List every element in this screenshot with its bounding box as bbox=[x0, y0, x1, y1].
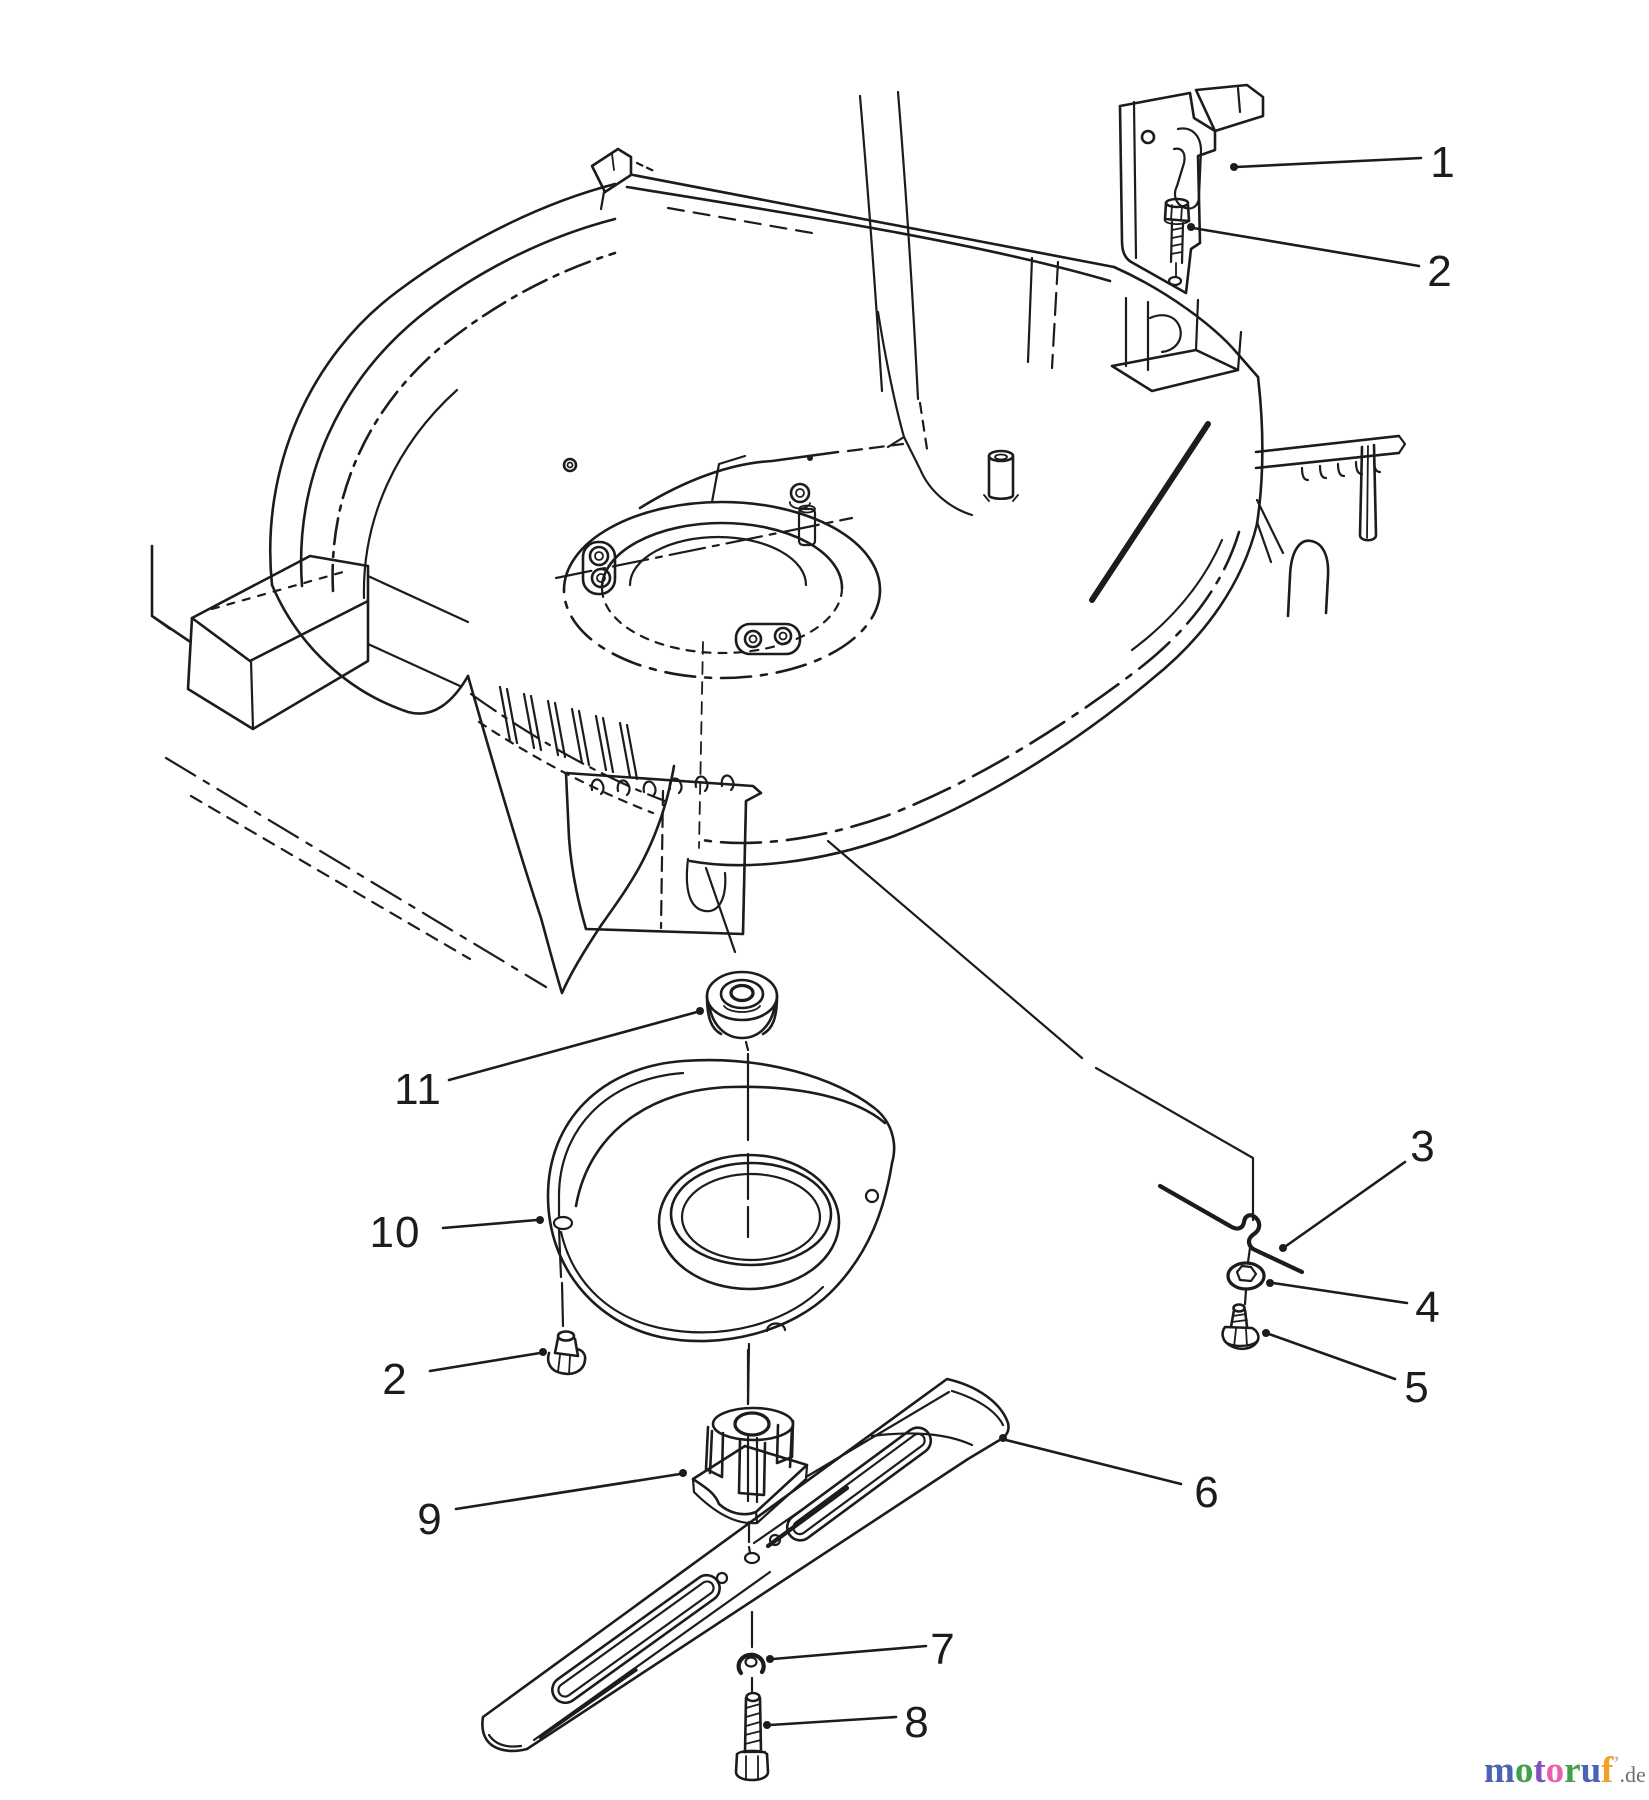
rear-mount bbox=[1110, 296, 1243, 393]
motoruf-watermark: motoruf’.de bbox=[1484, 1752, 1646, 1789]
drive-cover bbox=[546, 1058, 896, 1343]
leader-lines bbox=[428, 156, 1423, 1729]
watermark-letter: r bbox=[1564, 1750, 1581, 1791]
flange-bolt bbox=[1221, 1303, 1260, 1351]
callout-10: 10 bbox=[369, 1208, 421, 1257]
washer bbox=[1226, 1261, 1266, 1291]
front-skirt bbox=[466, 674, 763, 995]
watermark-tld: .de bbox=[1619, 1762, 1646, 1787]
callout-6: 6 bbox=[1194, 1468, 1220, 1517]
left-bumper bbox=[150, 544, 548, 989]
blade bbox=[481, 1377, 1010, 1753]
watermark-letter: t bbox=[1533, 1750, 1546, 1791]
callout-4: 4 bbox=[1415, 1283, 1441, 1332]
callout-3: 3 bbox=[1410, 1122, 1436, 1171]
callout-7: 7 bbox=[930, 1625, 956, 1674]
height-adjuster-bracket bbox=[564, 771, 763, 936]
callout-11: 11 bbox=[394, 1065, 442, 1114]
deck-shadow-line bbox=[1089, 421, 1211, 603]
watermark-letter: o bbox=[1514, 1750, 1534, 1791]
watermark-letter: m bbox=[1484, 1750, 1515, 1791]
bearing bbox=[705, 970, 779, 1040]
hex-bolt-lower bbox=[546, 1330, 587, 1376]
hub-post bbox=[797, 504, 817, 547]
callout-9: 9 bbox=[417, 1495, 443, 1544]
mounting-bracket bbox=[1118, 83, 1265, 295]
mount-bolt-holes bbox=[562, 457, 811, 656]
center-axis-lines bbox=[557, 839, 1255, 1693]
wire-link bbox=[1157, 1183, 1305, 1275]
callout-8: 8 bbox=[904, 1698, 930, 1747]
side-latch bbox=[1254, 434, 1407, 618]
callout-2-upper: 2 bbox=[1427, 247, 1453, 296]
blade-adapter bbox=[691, 1348, 809, 1525]
watermark-trademark: ’ bbox=[1613, 1752, 1620, 1773]
lock-washer bbox=[736, 1652, 766, 1676]
watermark-letter: u bbox=[1580, 1750, 1602, 1791]
fill-tube bbox=[983, 449, 1019, 502]
watermark-letter: o bbox=[1545, 1750, 1565, 1791]
watermark-letter: f bbox=[1601, 1750, 1614, 1791]
callout-2-lower: 2 bbox=[382, 1355, 408, 1404]
callout-5: 5 bbox=[1404, 1363, 1430, 1412]
engine-mount-hub bbox=[554, 442, 1019, 849]
hex-bolt-upper bbox=[1163, 197, 1191, 287]
blade-bolt bbox=[734, 1691, 770, 1782]
deck-shell bbox=[268, 90, 1264, 867]
callout-1: 1 bbox=[1430, 138, 1456, 187]
